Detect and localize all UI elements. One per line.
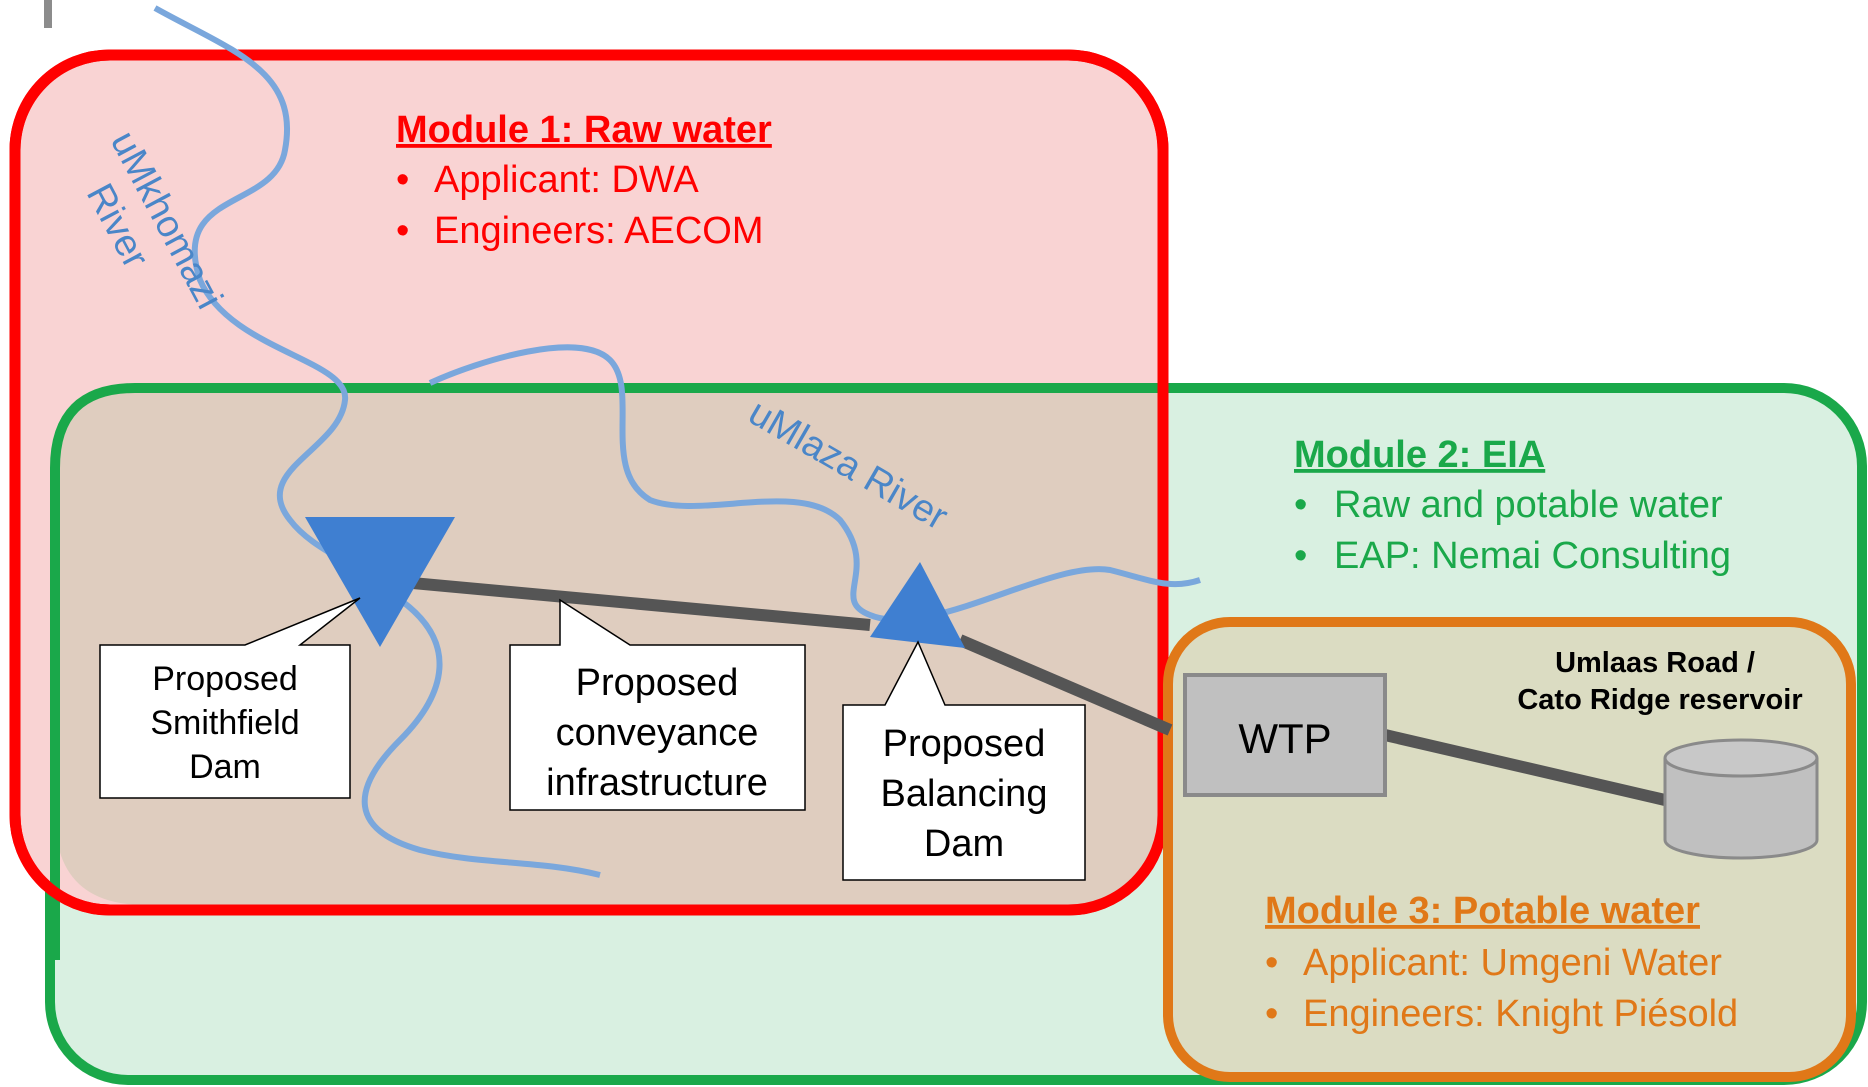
smithfield-callout-box xyxy=(99,597,361,799)
balancing-label-line3: Dam xyxy=(924,823,1004,865)
module-3-bullet-dot-1: • xyxy=(1265,942,1278,984)
corner-mark xyxy=(44,0,52,28)
pipeline-segment-3 xyxy=(1383,729,1667,806)
pipeline-segment-1 xyxy=(379,574,871,631)
conveyance-callout-box xyxy=(509,598,806,811)
wtp-label: WTP xyxy=(1238,715,1331,762)
umkhomazi-river-upper xyxy=(153,5,384,611)
module-3-bullet-1: Applicant: Umgeni Water xyxy=(1303,942,1722,984)
reservoir-body xyxy=(1663,758,1819,860)
module-3-bullet-2: Engineers: Knight Piésold xyxy=(1303,993,1738,1035)
module-3-title: Module 3: Potable water xyxy=(1265,890,1700,932)
smithfield-label-line3: Dam xyxy=(189,748,261,786)
module-3-bullet-dot-2: • xyxy=(1265,993,1278,1035)
module-1-bullet-2: Engineers: AECOM xyxy=(434,210,763,252)
module-2-border-overlap xyxy=(50,383,1160,960)
smithfield-dam-marker xyxy=(305,517,455,647)
module-2-title: Module 2: EIA xyxy=(1294,434,1545,476)
conveyance-label-line3: infrastructure xyxy=(546,762,768,804)
balancing-label-line2: Balancing xyxy=(881,773,1048,815)
module-2-bullet-1: Raw and potable water xyxy=(1334,484,1723,526)
umkhomazi-river-lower xyxy=(361,587,601,878)
module-1-bullet-dot-1: • xyxy=(396,159,409,201)
wtp-box xyxy=(1183,673,1387,797)
module-2-bullet-2: EAP: Nemai Consulting xyxy=(1334,535,1731,577)
conveyance-label-line1: Proposed xyxy=(576,662,739,704)
reservoir-label-line2: Cato Ridge reservoir xyxy=(1517,684,1802,716)
balancing-label-line1: Proposed xyxy=(883,723,1046,765)
module-1-title: Module 1: Raw water xyxy=(396,109,772,151)
smithfield-label-line1: Proposed xyxy=(152,660,298,698)
reservoir-label-line1: Umlaas Road / xyxy=(1555,647,1755,679)
module-1-bullet-1: Applicant: DWA xyxy=(434,159,699,201)
conveyance-label-line2: conveyance xyxy=(556,712,759,754)
module-1-bullet-dot-2: • xyxy=(396,210,409,252)
reservoir-top xyxy=(1663,738,1819,778)
smithfield-label-line2: Smithfield xyxy=(150,704,299,742)
module-2-bullet-dot-2: • xyxy=(1294,535,1307,577)
module-1-border xyxy=(9,49,1169,916)
balancing-dam-marker xyxy=(870,562,965,648)
module-2-bullet-dot-1: • xyxy=(1294,484,1307,526)
pipeline-segment-2 xyxy=(957,634,1173,736)
umlaza-river xyxy=(428,344,1201,623)
balancing-callout-box xyxy=(842,640,1086,881)
